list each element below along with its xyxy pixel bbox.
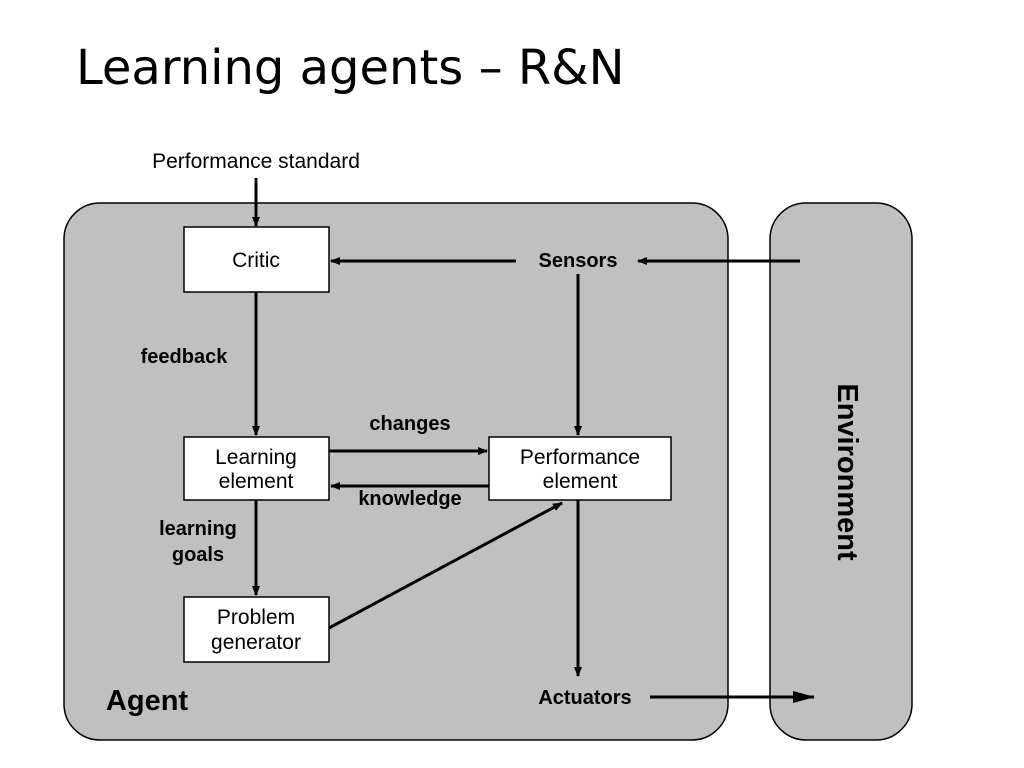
problem-generator-label-line-2: generator — [211, 631, 301, 654]
problem-generator-box — [183, 596, 330, 663]
critic-box — [183, 226, 330, 293]
sensors-label: Sensors — [539, 250, 618, 272]
slide-title: Learning agents – R&N — [76, 40, 625, 96]
arrow-problem-generator-to-performance-element — [328, 501, 563, 630]
performance-element-box — [488, 436, 672, 501]
learning-goals-label-line-2: goals — [172, 544, 224, 566]
changes-label: changes — [369, 413, 450, 435]
performance-element-label-line-1: Performance — [520, 446, 640, 469]
knowledge-label: knowledge — [358, 488, 461, 510]
actuators-label: Actuators — [538, 687, 631, 709]
learning-goals-label-line-1: learning — [159, 518, 237, 540]
learning-element-label-line-2: element — [219, 470, 294, 493]
learning-element-label-line-1: Learning — [215, 446, 297, 469]
critic-label: Critic — [232, 249, 280, 272]
feedback-label: feedback — [141, 346, 229, 368]
environment-panel — [769, 202, 913, 741]
problem-generator-label-line-1: Problem — [217, 606, 295, 629]
agent-label: Agent — [106, 685, 189, 717]
performance-standard-label: Performance standard — [152, 150, 360, 173]
environment-label: Environment — [831, 383, 863, 561]
performance-element-label-line-2: element — [543, 470, 618, 493]
